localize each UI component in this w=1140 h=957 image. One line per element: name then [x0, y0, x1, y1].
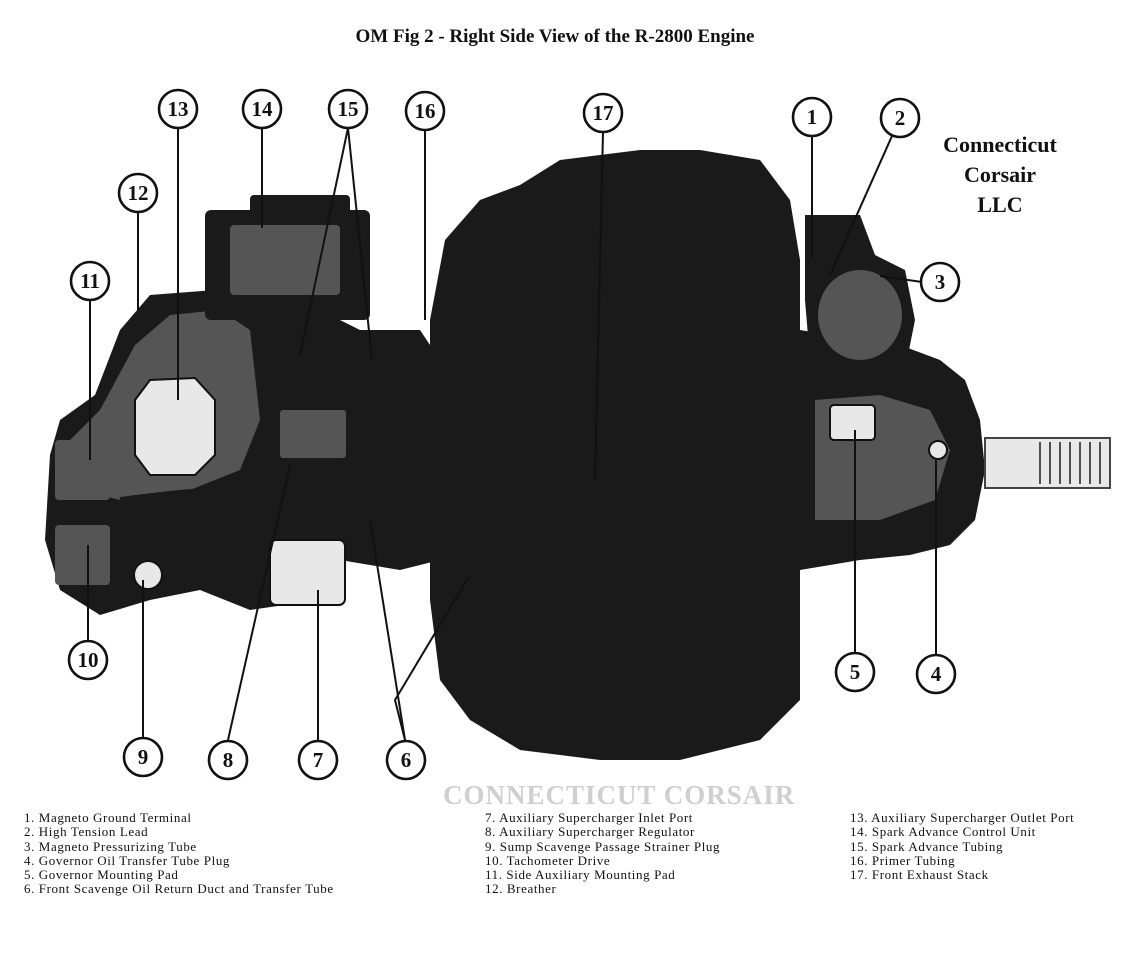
legend-item: 14. Spark Advance Control Unit	[850, 824, 1036, 840]
callout-1-label: 1	[807, 105, 818, 129]
legend-item: 4. Governor Oil Transfer Tube Plug	[24, 852, 231, 868]
callout-4-label: 4	[931, 662, 942, 686]
brand-line-3: LLC	[977, 192, 1023, 217]
legend-item: 7. Auxiliary Supercharger Inlet Port	[485, 810, 694, 825]
figure-title: OM Fig 2 - Right Side View of the R-2800…	[355, 26, 755, 47]
legend-column-1: 1. Magneto Ground Terminal 2. High Tensi…	[24, 810, 334, 897]
callouts: 1 2 3 4 5 6 7	[67, 88, 961, 781]
leader-6b	[393, 577, 469, 741]
callout-1: 1	[791, 96, 833, 138]
side-mounting-pad	[55, 440, 110, 500]
shaft-splines	[1039, 442, 1101, 484]
callout-2-label: 2	[895, 106, 906, 130]
brand-line-1: Connecticut	[943, 132, 1057, 157]
leader-15b	[347, 127, 373, 361]
leader-lines	[87, 127, 937, 741]
leader-3	[879, 275, 923, 283]
callout-3-label: 3	[935, 270, 946, 294]
legend-item: 6. Front Scavenge Oil Return Duct and Tr…	[24, 881, 334, 897]
legend-column-3: 13. Auxiliary Supercharger Outlet Port 1…	[850, 810, 1075, 883]
callout-15: 15	[327, 88, 369, 130]
leader-2	[829, 135, 893, 276]
callout-16-label: 16	[415, 99, 436, 123]
tachometer-drive	[55, 525, 110, 585]
callout-10: 10	[67, 639, 109, 681]
magneto-cap	[818, 270, 902, 360]
callout-6: 6	[385, 739, 427, 781]
leader-17	[594, 131, 604, 481]
engine-drawing	[45, 150, 1111, 760]
legend-item: 3. Magneto Pressurizing Tube	[24, 838, 197, 854]
propeller-shaft	[984, 437, 1111, 489]
cylinder-bank-shape	[430, 150, 800, 760]
outlet-port-cover	[134, 376, 216, 476]
callout-8: 8	[207, 739, 249, 781]
cylinder-fins	[469, 175, 771, 740]
legend-item: 10. Tachometer Drive	[485, 852, 611, 868]
scavenge-duct	[119, 486, 471, 530]
callout-11-label: 11	[80, 269, 100, 293]
watermark: CONNECTICUT CORSAIR	[443, 780, 796, 810]
brand-line-2: Corsair	[963, 162, 1037, 187]
callout-12-label: 12	[128, 181, 149, 205]
legend-item: 16. Primer Tubing	[850, 852, 956, 868]
inlet-port-pad	[269, 539, 346, 606]
callout-4: 4	[915, 653, 957, 695]
brand-label: Connecticut Corsair LLC	[920, 130, 1080, 220]
regulator-detail	[280, 410, 346, 458]
callout-8-label: 8	[223, 748, 234, 772]
callout-6-label: 6	[401, 748, 412, 772]
legend-column-2: 7. Auxiliary Supercharger Inlet Port 8. …	[485, 810, 721, 897]
callout-16: 16	[404, 90, 446, 132]
engine-illustration: 1 2 3 4 5 6 7	[45, 88, 1111, 781]
legend-item: 11. Side Auxiliary Mounting Pad	[485, 867, 676, 883]
strainer-plug	[133, 560, 163, 590]
legend-item: 12. Breather	[485, 881, 557, 897]
callout-13-label: 13	[168, 97, 189, 121]
callout-10-label: 10	[78, 648, 99, 672]
callout-5: 5	[834, 651, 876, 693]
leader-8	[227, 464, 291, 741]
governor-plug	[928, 440, 948, 460]
legend-item: 5. Governor Mounting Pad	[24, 867, 179, 883]
callout-7-label: 7	[313, 748, 324, 772]
legend-item: 15. Spark Advance Tubing	[850, 838, 1004, 854]
callout-17-label: 17	[593, 101, 614, 125]
callout-9-label: 9	[138, 745, 149, 769]
callout-7: 7	[297, 739, 339, 781]
legend-item: 8. Auxiliary Supercharger Regulator	[485, 824, 695, 840]
legend-item: 1. Magneto Ground Terminal	[24, 810, 192, 825]
governor-pad	[829, 404, 876, 441]
callout-5-label: 5	[850, 660, 861, 684]
legend-item: 17. Front Exhaust Stack	[850, 867, 989, 883]
callout-9: 9	[122, 736, 164, 778]
callout-17: 17	[582, 92, 624, 134]
legend-item: 2. High Tension Lead	[24, 824, 149, 840]
callout-11: 11	[69, 260, 111, 302]
callout-14: 14	[241, 88, 283, 130]
leader-6a	[369, 519, 406, 741]
callout-2: 2	[879, 97, 921, 139]
callout-15-label: 15	[338, 97, 359, 121]
callout-12: 12	[117, 172, 159, 214]
carburetor-top	[250, 195, 350, 217]
callout-14-label: 14	[252, 97, 274, 121]
leader-15a	[299, 127, 349, 356]
callout-3: 3	[919, 261, 961, 303]
carburetor-block-detail	[230, 225, 340, 295]
legend-item: 13. Auxiliary Supercharger Outlet Port	[850, 810, 1075, 825]
legend-item: 9. Sump Scavenge Passage Strainer Plug	[485, 838, 721, 854]
callout-13: 13	[157, 88, 199, 130]
